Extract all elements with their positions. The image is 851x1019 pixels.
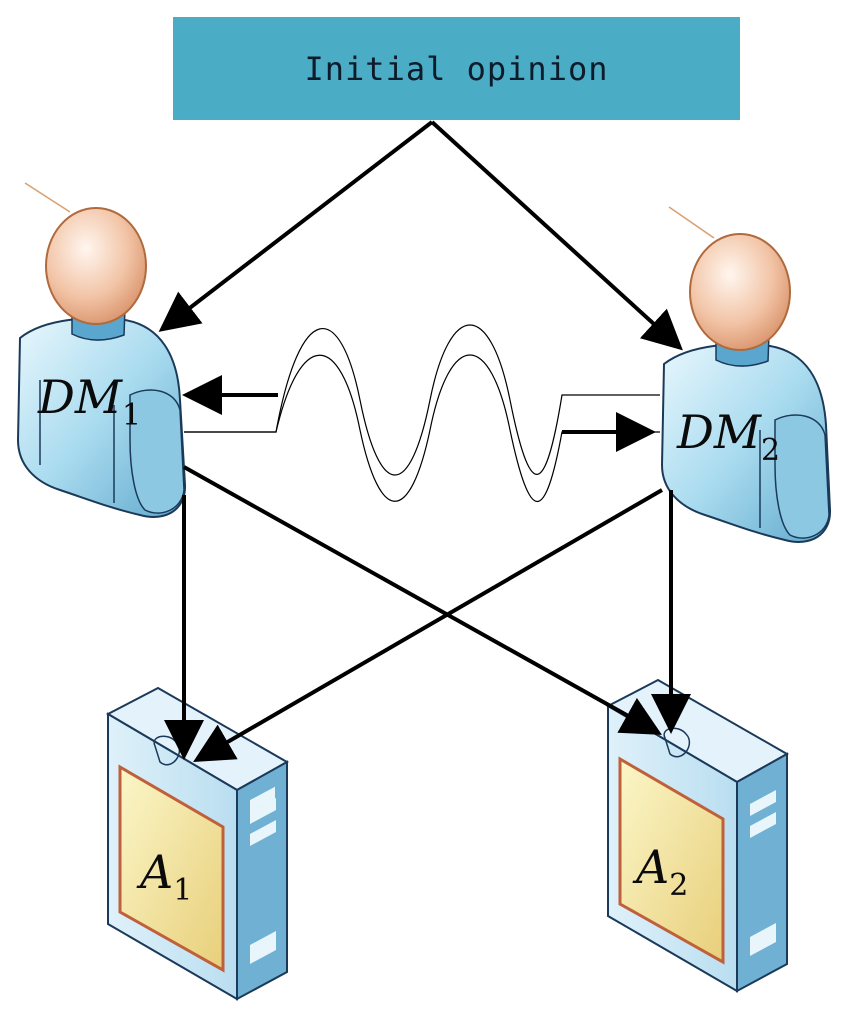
a1-label-name: A (140, 845, 174, 899)
arrow-opinion-to-dm1 (158, 120, 434, 332)
a2-label: A2 (636, 840, 688, 903)
interaction-wave (184, 324, 660, 502)
initial-opinion-box: Initial opinion (173, 17, 740, 120)
a2-label-name: A (636, 840, 670, 894)
dm2-label-name: DM (677, 405, 761, 459)
server-a2 (605, 678, 790, 993)
initial-opinion-label: Initial opinion (304, 49, 609, 88)
a1-label-index: 1 (173, 873, 193, 908)
a2-label-index: 2 (669, 868, 689, 903)
dm1-label-index: 1 (121, 398, 142, 433)
dm2-label-index: 2 (760, 433, 781, 468)
arrow-dm1-to-a2 (183, 465, 662, 735)
arrow-dm2-to-a1 (193, 488, 664, 763)
dm1-label: DM1 (38, 370, 141, 433)
dm1-label-name: DM (38, 370, 122, 424)
person-dm1 (16, 182, 187, 518)
person-dm2 (660, 206, 832, 543)
dm2-label: DM2 (677, 405, 780, 468)
server-a1 (105, 686, 290, 1001)
a1-label: A1 (140, 845, 192, 908)
arrow-opinion-to-dm2 (430, 120, 683, 351)
arrows (158, 120, 691, 763)
